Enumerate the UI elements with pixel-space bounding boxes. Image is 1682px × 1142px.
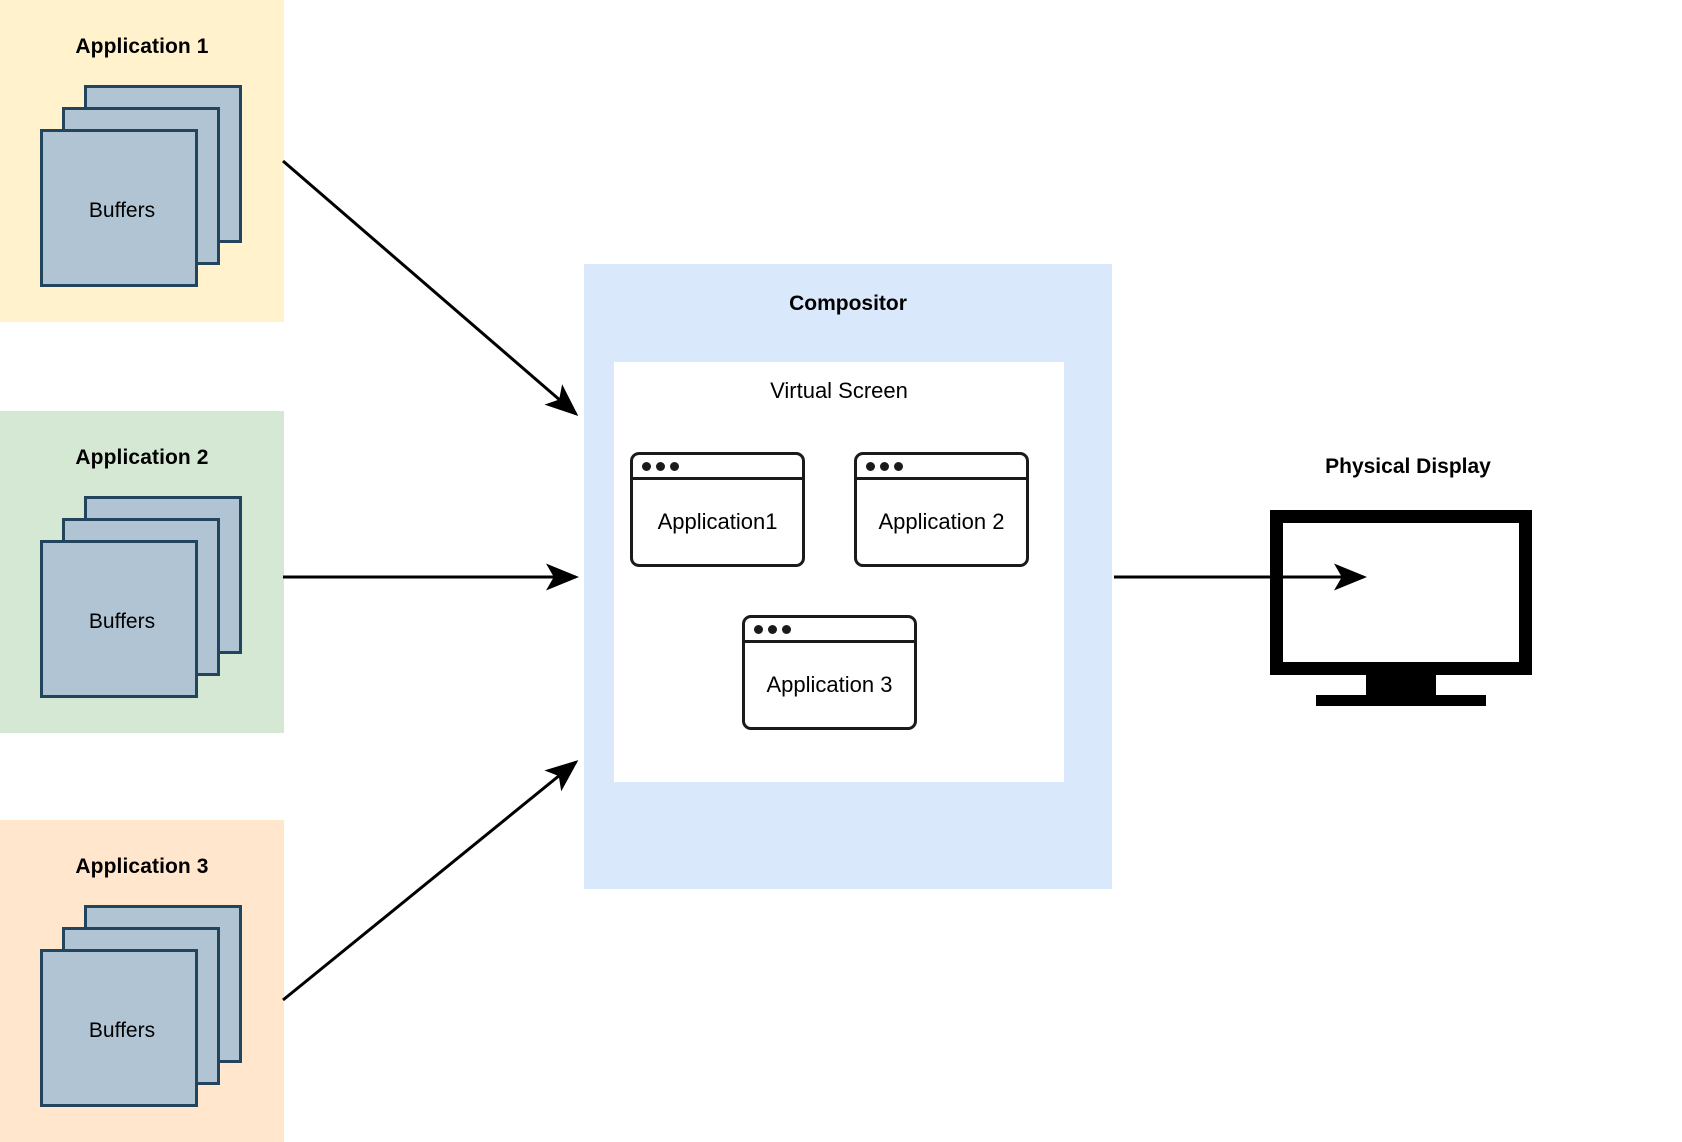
mini-window-application1[interactable]: Application1 — [630, 452, 805, 567]
window-dot-icon — [768, 624, 777, 634]
window-dot-icon — [880, 461, 889, 471]
application-3-title: Application 3 — [75, 855, 209, 878]
mini-window-titlebar — [857, 455, 1026, 480]
buffer-sheet-front: Buffers — [40, 129, 198, 287]
mini-window-application2[interactable]: Application 2 — [854, 452, 1029, 567]
application-1-panel[interactable]: Application 1 Buffers — [0, 0, 284, 322]
mini-window-label: Application1 — [657, 509, 778, 534]
compositor-title: Compositor — [789, 292, 907, 315]
monitor-base-icon — [1316, 695, 1486, 706]
buffer-sheet-front: Buffers — [40, 540, 198, 698]
compositor-panel[interactable]: Compositor Virtual Screen Application1 — [584, 264, 1112, 889]
buffer-sheet-front: Buffers — [40, 949, 198, 1107]
mini-window-label: Application 2 — [878, 509, 1005, 534]
window-dot-icon — [782, 624, 791, 634]
buffer-label: Buffers — [88, 1019, 156, 1042]
mini-window-titlebar — [745, 618, 914, 643]
mini-window-titlebar — [633, 455, 802, 480]
application-2-buffer-stack[interactable]: Buffers — [40, 496, 242, 698]
application-1-buffer-stack[interactable]: Buffers — [40, 85, 242, 287]
physical-display-group[interactable]: Physical Display — [1258, 455, 1558, 706]
physical-display-title: Physical Display — [1325, 455, 1491, 478]
mini-window-label: Application 3 — [766, 672, 893, 697]
application-2-panel[interactable]: Application 2 Buffers — [0, 411, 284, 733]
window-dot-icon — [866, 461, 875, 471]
application-3-buffer-stack[interactable]: Buffers — [40, 905, 242, 1107]
application-1-title: Application 1 — [75, 35, 209, 58]
application-2-title: Application 2 — [75, 446, 209, 469]
arrow-app1-to-compositor — [282, 159, 579, 416]
window-dot-icon — [894, 461, 903, 471]
mini-window-application3[interactable]: Application 3 — [742, 615, 917, 730]
window-dot-icon — [670, 461, 679, 471]
arrow-app3-to-compositor — [282, 760, 579, 1002]
application-3-panel[interactable]: Application 3 Buffers — [0, 820, 284, 1142]
buffer-label: Buffers — [88, 610, 156, 633]
buffer-label: Buffers — [88, 199, 156, 222]
window-dot-icon — [656, 461, 665, 471]
window-dot-icon — [754, 624, 763, 634]
virtual-screen-panel[interactable]: Virtual Screen Application1 Application … — [614, 362, 1064, 782]
virtual-screen-title: Virtual Screen — [770, 378, 908, 403]
monitor-screen-icon — [1270, 510, 1532, 675]
window-dot-icon — [642, 461, 651, 471]
